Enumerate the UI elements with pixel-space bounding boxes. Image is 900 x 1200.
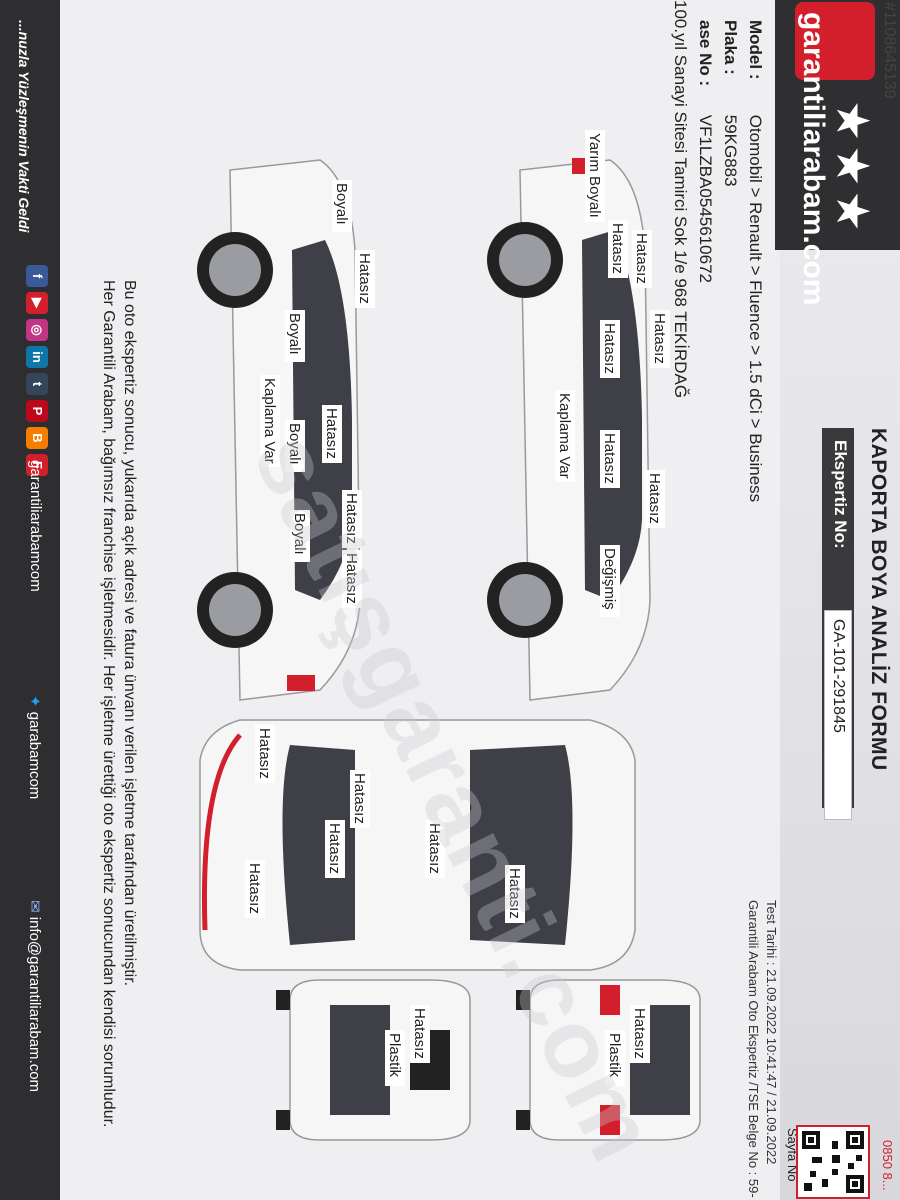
svg-text:Hatasız: Hatasız [631, 1008, 648, 1059]
facebook-icon[interactable]: f [26, 265, 48, 287]
label-hatasiz: Hatasız [425, 820, 445, 878]
svg-text:Hatasız: Hatasız [343, 493, 360, 544]
label-boyali: Boyalı [285, 310, 305, 362]
svg-text:Kaplama Var: Kaplama Var [556, 393, 573, 479]
label-hatasiz: Hatasız [410, 1005, 430, 1063]
label-hatasiz: Hatasız [342, 550, 362, 608]
label-hatasiz: Hatasız [608, 220, 628, 278]
email-link[interactable]: ✉ info@garantiliarabam.com [26, 900, 44, 1092]
mail-icon: ✉ [26, 900, 43, 913]
tumblr-icon[interactable]: t [26, 373, 48, 395]
label-degismis: Değişmiş [600, 545, 620, 617]
logo-site-name: garantiliarabam.com [797, 12, 830, 306]
svg-text:Hatasız: Hatasız [351, 773, 368, 824]
svg-text:Hatasız: Hatasız [256, 728, 273, 779]
social-icons: f▶◎intPBF [26, 265, 48, 481]
label-hatasiz: Hatasız [600, 430, 620, 488]
linkedin-icon[interactable]: in [26, 346, 48, 368]
label-hatasiz: Hatasız [650, 310, 670, 368]
svg-text:Hatasız: Hatasız [356, 253, 373, 304]
twitter-handle-text: garabamcom [26, 711, 43, 800]
svg-text:Boyalı: Boyalı [333, 183, 350, 225]
svg-text:Hatasız: Hatasız [651, 313, 668, 364]
svg-text:Hatasız: Hatasız [323, 408, 340, 459]
label-hatasiz: Hatasız [600, 320, 620, 378]
svg-text:Boyalı: Boyalı [291, 513, 308, 555]
twitter-icon: ✦ [26, 695, 43, 708]
svg-text:Değişmiş: Değişmiş [601, 548, 618, 610]
form-title: KAPORTA BOYA ANALİZ FORMU [867, 428, 890, 771]
twitter-handle[interactable]: ✦ garabamcom [26, 695, 44, 799]
slogan: ...nuzla Yüzleşmenin Vakti Geldi [16, 20, 32, 233]
svg-text:Plastik: Plastik [606, 1033, 623, 1078]
label-boyali: Boyalı [290, 510, 310, 562]
svg-text:Kaplama Var: Kaplama Var [261, 378, 278, 464]
footer-note: Bu oto ekspertiz sonucu, yukarıda açık a… [98, 280, 140, 1127]
label-hatasiz: Hatasız [355, 250, 375, 308]
svg-text:Hatasız: Hatasız [246, 863, 263, 914]
car-rear-view [516, 979, 701, 1141]
label-hatasiz: Hatasız [245, 860, 265, 918]
instagram-icon[interactable]: ◎ [26, 319, 48, 341]
svg-text:Hatasız: Hatasız [426, 823, 443, 874]
svg-text:Hatasız: Hatasız [506, 868, 523, 919]
phone-number: 0850 8... [880, 1140, 895, 1191]
label-plastik: Plastik [605, 1030, 625, 1086]
car-diagram: Yarım Boyalı Hatasız Hatasız Hatasız Hat… [197, 130, 701, 1141]
pinterest-icon[interactable]: P [26, 400, 48, 422]
svg-text:Hatasız: Hatasız [601, 433, 618, 484]
source-id: #110864513‌9 [881, 2, 898, 99]
label-hatasiz: Hatasız [645, 470, 665, 528]
label-boyali: Boyalı [332, 180, 352, 232]
svg-text:Boyalı: Boyalı [286, 423, 303, 465]
blogger-icon[interactable]: B [26, 427, 48, 449]
label-hatasiz: Hatasız [505, 865, 525, 923]
label-hatasiz: Hatasız [350, 770, 370, 828]
label-kaplama-var: Kaplama Var [260, 375, 280, 467]
email-text: info@garantiliarabam.com [26, 916, 43, 1093]
car-front-view [276, 979, 471, 1141]
label-hatasiz: Hatasız [325, 820, 345, 878]
label-boyali: Boyalı [285, 420, 305, 472]
label-plastik: Plastik [385, 1030, 405, 1086]
qr-code [796, 1125, 870, 1199]
youtube-icon[interactable]: ▶ [26, 292, 48, 314]
car-top-view [199, 719, 636, 971]
label-hatasiz: Hatasız [632, 230, 652, 288]
svg-text:Hatasız: Hatasız [601, 323, 618, 374]
svg-text:Hatasız: Hatasız [343, 553, 360, 604]
label-yarim-boyali: Yarım Boyalı [585, 130, 605, 222]
label-kaplama-var: Kaplama Var [555, 390, 575, 482]
svg-text:Boyalı: Boyalı [286, 313, 303, 355]
label-hatasiz: Hatasız [630, 1005, 650, 1063]
svg-text:Hatasız: Hatasız [609, 223, 626, 274]
svg-text:Hatasız: Hatasız [633, 233, 650, 284]
svg-text:Hatasız: Hatasız [326, 823, 343, 874]
expertiz-label: Ekspertiz No: [831, 440, 850, 549]
svg-text:Yarım Boyalı: Yarım Boyalı [586, 133, 603, 218]
label-hatasiz: Hatasız [255, 725, 275, 783]
svg-text:Plastik: Plastik [386, 1033, 403, 1078]
svg-text:Hatasız: Hatasız [646, 473, 663, 524]
svg-text:Hatasız: Hatasız [411, 1008, 428, 1059]
social-handle[interactable]: garantiliarabamcom [27, 460, 44, 592]
logo-stars: ★★★ [826, 100, 880, 236]
footer-note-line-1: Bu oto ekspertiz sonucu, yukarıda açık a… [121, 280, 138, 987]
label-hatasiz: Hatasız [322, 405, 342, 463]
expertiz-number: GA-101-291845 [824, 610, 852, 820]
footer-note-line-2: Her Garantili Arabam, bağımsız franchise… [100, 280, 117, 1128]
label-hatasiz: Hatasız [342, 490, 362, 548]
test-date: Test Tarihi : 21.09.2022 10:41:47 / 21.0… [764, 900, 779, 1165]
